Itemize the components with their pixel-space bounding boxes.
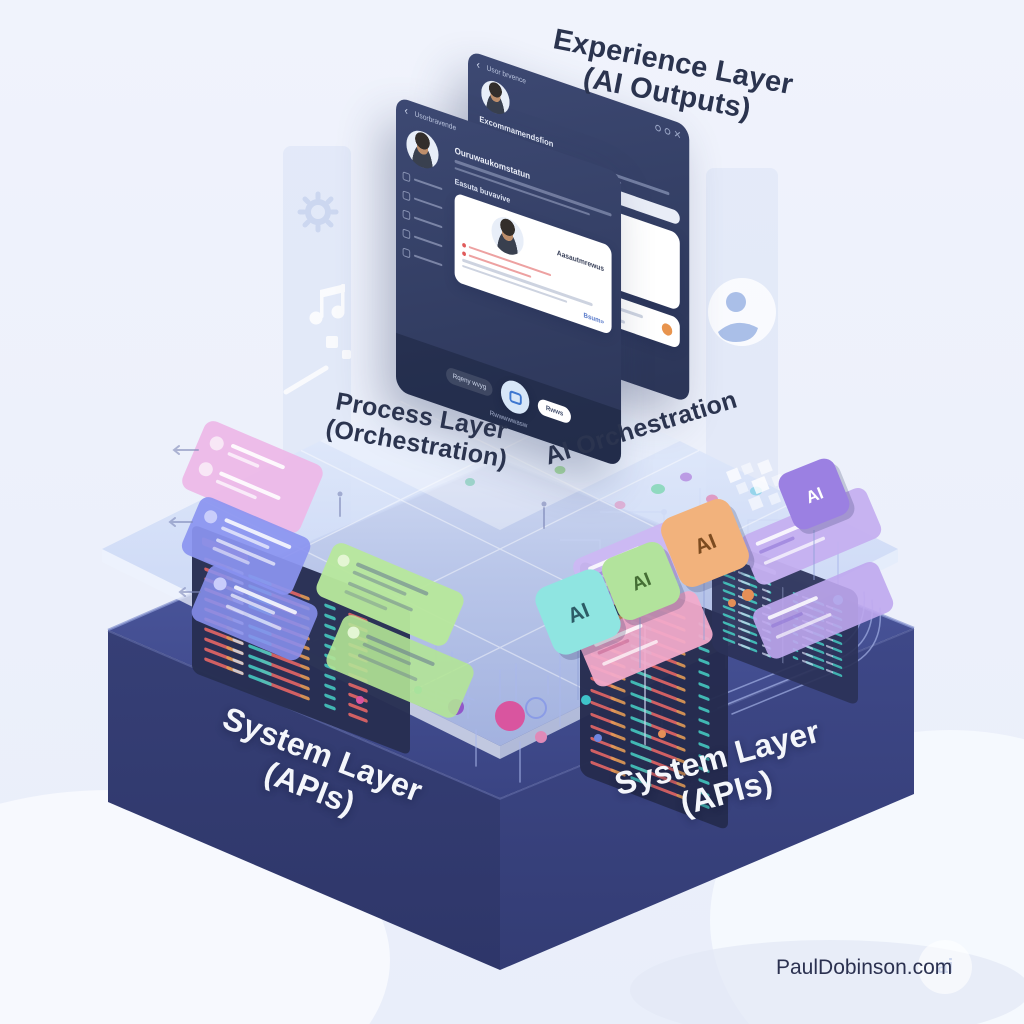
menu-icon: [402, 190, 411, 202]
card-periwinkle-1: [181, 497, 311, 595]
system-slab-left-face: [108, 630, 500, 970]
avatar: [491, 212, 524, 260]
card-green-2: [326, 615, 474, 718]
card-pink-left: [182, 421, 323, 534]
sidebar-item: [402, 228, 443, 250]
watermark: PaulDobinson.com: [776, 956, 953, 979]
bullet-icon: [462, 250, 466, 257]
sidebar: [396, 116, 449, 351]
sidebar-item: [402, 190, 443, 212]
svg-text:AI: AI: [803, 483, 826, 507]
primary-action-button: Rwws: [538, 397, 571, 425]
sidebar-item: [402, 247, 443, 269]
card-green-1: [316, 543, 464, 646]
bullet-icon: [462, 242, 466, 249]
menu-icon: [402, 247, 411, 259]
card-lavender-3: [753, 561, 894, 659]
refresh-icon: [501, 376, 530, 419]
pixel-cluster: [726, 459, 785, 511]
sidebar-item: [402, 171, 443, 193]
back-arrow-icon: ‹: [404, 104, 408, 119]
circle-icon: [655, 123, 661, 132]
close-icon: [674, 129, 681, 139]
wand-icon: [283, 365, 329, 395]
squares-icon: [326, 336, 351, 359]
ai-chip-orange: AI: [661, 499, 755, 593]
music-note-icon: [309, 284, 345, 325]
sidebar-item: [402, 209, 443, 231]
profile-name: Aasautmrewus: [556, 249, 604, 273]
menu-icon: [402, 209, 411, 221]
avatar: [406, 126, 439, 174]
ai-chip-green: AI: [601, 541, 686, 626]
card-pink-2: [579, 591, 713, 687]
ai-chip-purple: AI: [778, 458, 855, 534]
circle-icon: [664, 126, 671, 136]
card-periwinkle-2: [191, 565, 318, 661]
menu-icon: [402, 171, 411, 183]
alert-icon: [661, 321, 673, 337]
back-arrow-icon: ‹: [476, 58, 480, 73]
workflow-cards: [168, 421, 894, 718]
gear-icon: [297, 191, 339, 233]
card-connectors: [168, 445, 547, 597]
secondary-action-button: Rqeny wvyg: [446, 365, 493, 398]
ai-chip-cyan: AI: [535, 569, 627, 661]
window-controls: [655, 123, 681, 139]
menu-icon: [402, 228, 411, 240]
user-icon: [708, 278, 776, 346]
ai-logo-bubble: ai: [918, 940, 972, 994]
ai-chips: AI AI AI AI: [535, 458, 855, 700]
